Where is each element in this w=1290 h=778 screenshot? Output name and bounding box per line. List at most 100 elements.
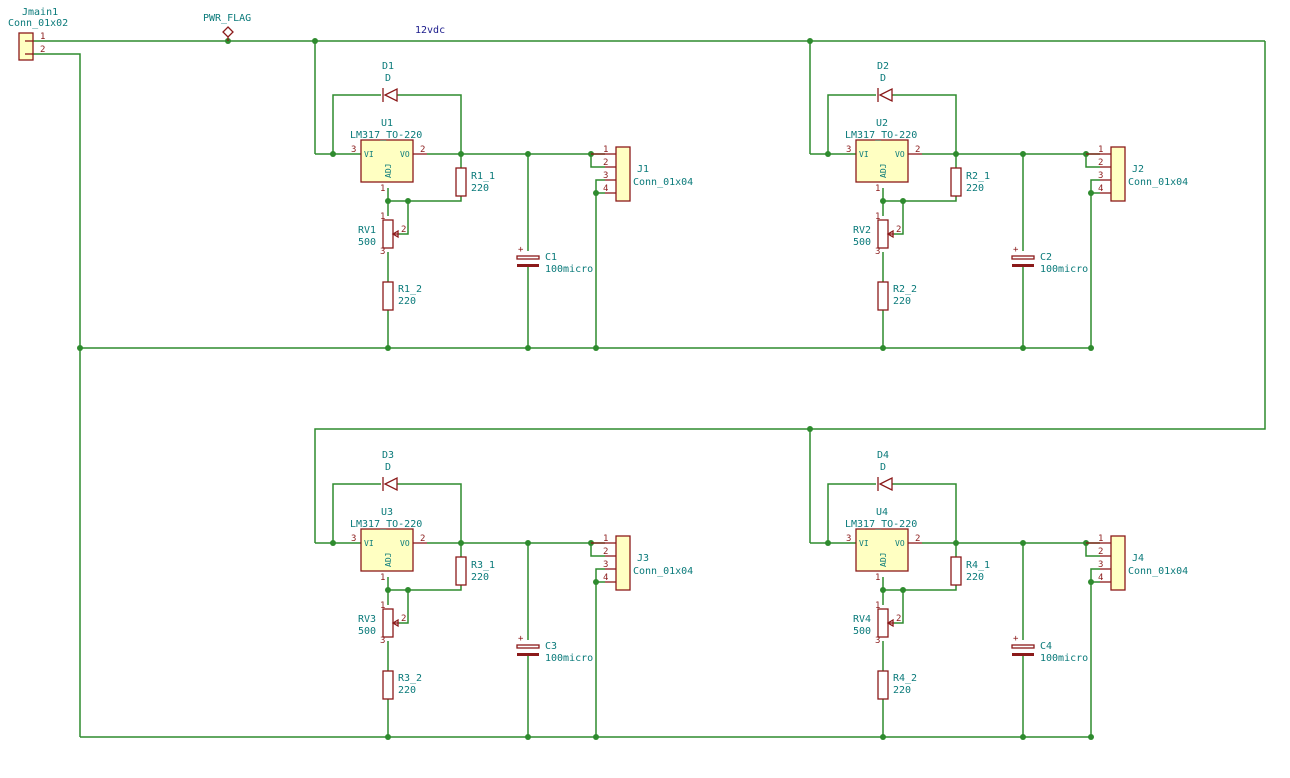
output-connector-pin-3: 3 bbox=[1098, 171, 1103, 181]
regulator-pin-adj: ADJ bbox=[879, 164, 888, 178]
output-connector-body bbox=[615, 146, 631, 202]
regulator-pin-vo: VO bbox=[400, 150, 410, 159]
resistor-a-ref: R4_1 bbox=[966, 560, 990, 571]
wire-conn-12 bbox=[1085, 543, 1100, 557]
junction bbox=[1020, 540, 1026, 546]
junction bbox=[825, 151, 831, 157]
output-connector-pin-1: 1 bbox=[603, 145, 608, 155]
potentiometer-body bbox=[382, 219, 394, 249]
potentiometer-pin-2: 2 bbox=[896, 614, 901, 624]
potentiometer-pin-3: 3 bbox=[380, 247, 385, 257]
junction bbox=[593, 734, 599, 740]
diode-ref: D3 bbox=[382, 450, 394, 461]
junction bbox=[405, 587, 411, 593]
resistor-a-value: 220 bbox=[966, 183, 984, 194]
regulator-ref: U3 bbox=[381, 507, 393, 518]
output-connector-body bbox=[1110, 535, 1126, 591]
output-connector-pin-4: 4 bbox=[1098, 184, 1103, 194]
regulator-pin-adj-number: 1 bbox=[380, 184, 385, 194]
capacitor-plate-positive bbox=[1011, 644, 1035, 649]
diode-ref: D1 bbox=[382, 61, 394, 72]
output-connector-ref: J2 bbox=[1132, 164, 1144, 175]
junction bbox=[458, 151, 464, 157]
regulator-pin-vi: VI bbox=[859, 150, 869, 159]
resistor-a bbox=[455, 167, 467, 197]
output-connector-pin-3: 3 bbox=[603, 171, 608, 181]
power-flag: PWR_FLAG bbox=[203, 13, 251, 41]
global-wires bbox=[33, 38, 1266, 738]
potentiometer-value: 500 bbox=[358, 237, 376, 248]
capacitor-polarity: + bbox=[1013, 245, 1019, 255]
resistor-a-ref: R3_1 bbox=[471, 560, 495, 571]
regulator-pin-vo: VO bbox=[895, 150, 905, 159]
capacitor-value: 100micro bbox=[545, 653, 593, 664]
potentiometer-ref: RV4 bbox=[853, 614, 871, 625]
potentiometer-arrow bbox=[391, 229, 399, 239]
junction bbox=[525, 151, 531, 157]
junction bbox=[593, 190, 599, 196]
wire-wiper bbox=[399, 201, 409, 235]
potentiometer-ref: RV2 bbox=[853, 225, 871, 236]
regulator-pin-adj-number: 1 bbox=[875, 573, 880, 583]
junction bbox=[880, 345, 886, 351]
output-connector-pin-3: 3 bbox=[603, 560, 608, 570]
resistor-a-value: 220 bbox=[471, 183, 489, 194]
resistor-a bbox=[950, 556, 962, 586]
wire-conn-gnd bbox=[1090, 568, 1100, 737]
regulator-pin-vo-number: 2 bbox=[420, 534, 425, 544]
regulator-pin-adj-number: 1 bbox=[380, 573, 385, 583]
junction bbox=[405, 198, 411, 204]
capacitor-plate-positive bbox=[516, 255, 540, 260]
junction bbox=[880, 198, 886, 204]
junction bbox=[953, 540, 959, 546]
junction bbox=[525, 540, 531, 546]
wire-wiper bbox=[894, 201, 904, 235]
potentiometer-value: 500 bbox=[853, 626, 871, 637]
junction bbox=[330, 151, 336, 157]
regulator-pin-vo: VO bbox=[895, 539, 905, 548]
junction bbox=[1088, 579, 1094, 585]
diode-triangle bbox=[878, 476, 893, 492]
junction bbox=[593, 345, 599, 351]
regulator-body bbox=[855, 528, 909, 572]
regulator-pin-adj-number: 1 bbox=[875, 184, 880, 194]
wire-conn-gnd bbox=[595, 179, 605, 348]
regulator-pin-vi: VI bbox=[364, 539, 374, 548]
regulator-pin-vi-number: 3 bbox=[846, 145, 851, 155]
main-connector: Jmain1 Conn_01x02 1 2 bbox=[8, 7, 68, 61]
junction bbox=[900, 587, 906, 593]
output-connector-value: Conn_01x04 bbox=[633, 177, 693, 188]
resistor-b bbox=[382, 281, 394, 311]
output-connector-ref: J3 bbox=[637, 553, 649, 564]
resistor-b-value: 220 bbox=[398, 685, 416, 696]
regulator-pin-adj: ADJ bbox=[384, 553, 393, 567]
wire-conn-12 bbox=[590, 543, 605, 557]
power-flag-label: PWR_FLAG bbox=[203, 13, 251, 24]
output-connector-pin-2: 2 bbox=[1098, 547, 1103, 557]
resistor-a-value: 220 bbox=[966, 572, 984, 583]
regulator-pin-vi-number: 3 bbox=[846, 534, 851, 544]
capacitor-polarity: + bbox=[518, 245, 524, 255]
output-connector-value: Conn_01x04 bbox=[633, 566, 693, 577]
potentiometer-body bbox=[877, 608, 889, 638]
regulator-pin-vi: VI bbox=[859, 539, 869, 548]
main-connector-ref: Jmain1 bbox=[22, 7, 58, 18]
junction bbox=[385, 734, 391, 740]
output-connector-value: Conn_01x04 bbox=[1128, 177, 1188, 188]
potentiometer-value: 500 bbox=[358, 626, 376, 637]
resistor-b bbox=[877, 281, 889, 311]
regulator-pin-vo-number: 2 bbox=[420, 145, 425, 155]
diode-ref: D2 bbox=[877, 61, 889, 72]
potentiometer-body bbox=[877, 219, 889, 249]
wire-diode-anode bbox=[397, 483, 462, 543]
resistor-b-ref: R2_2 bbox=[893, 284, 917, 295]
diode-ref: D4 bbox=[877, 450, 889, 461]
resistor-a-ref: R2_1 bbox=[966, 171, 990, 182]
regulator-body bbox=[360, 528, 414, 572]
junction bbox=[593, 579, 599, 585]
output-connector-pin-4: 4 bbox=[603, 184, 608, 194]
